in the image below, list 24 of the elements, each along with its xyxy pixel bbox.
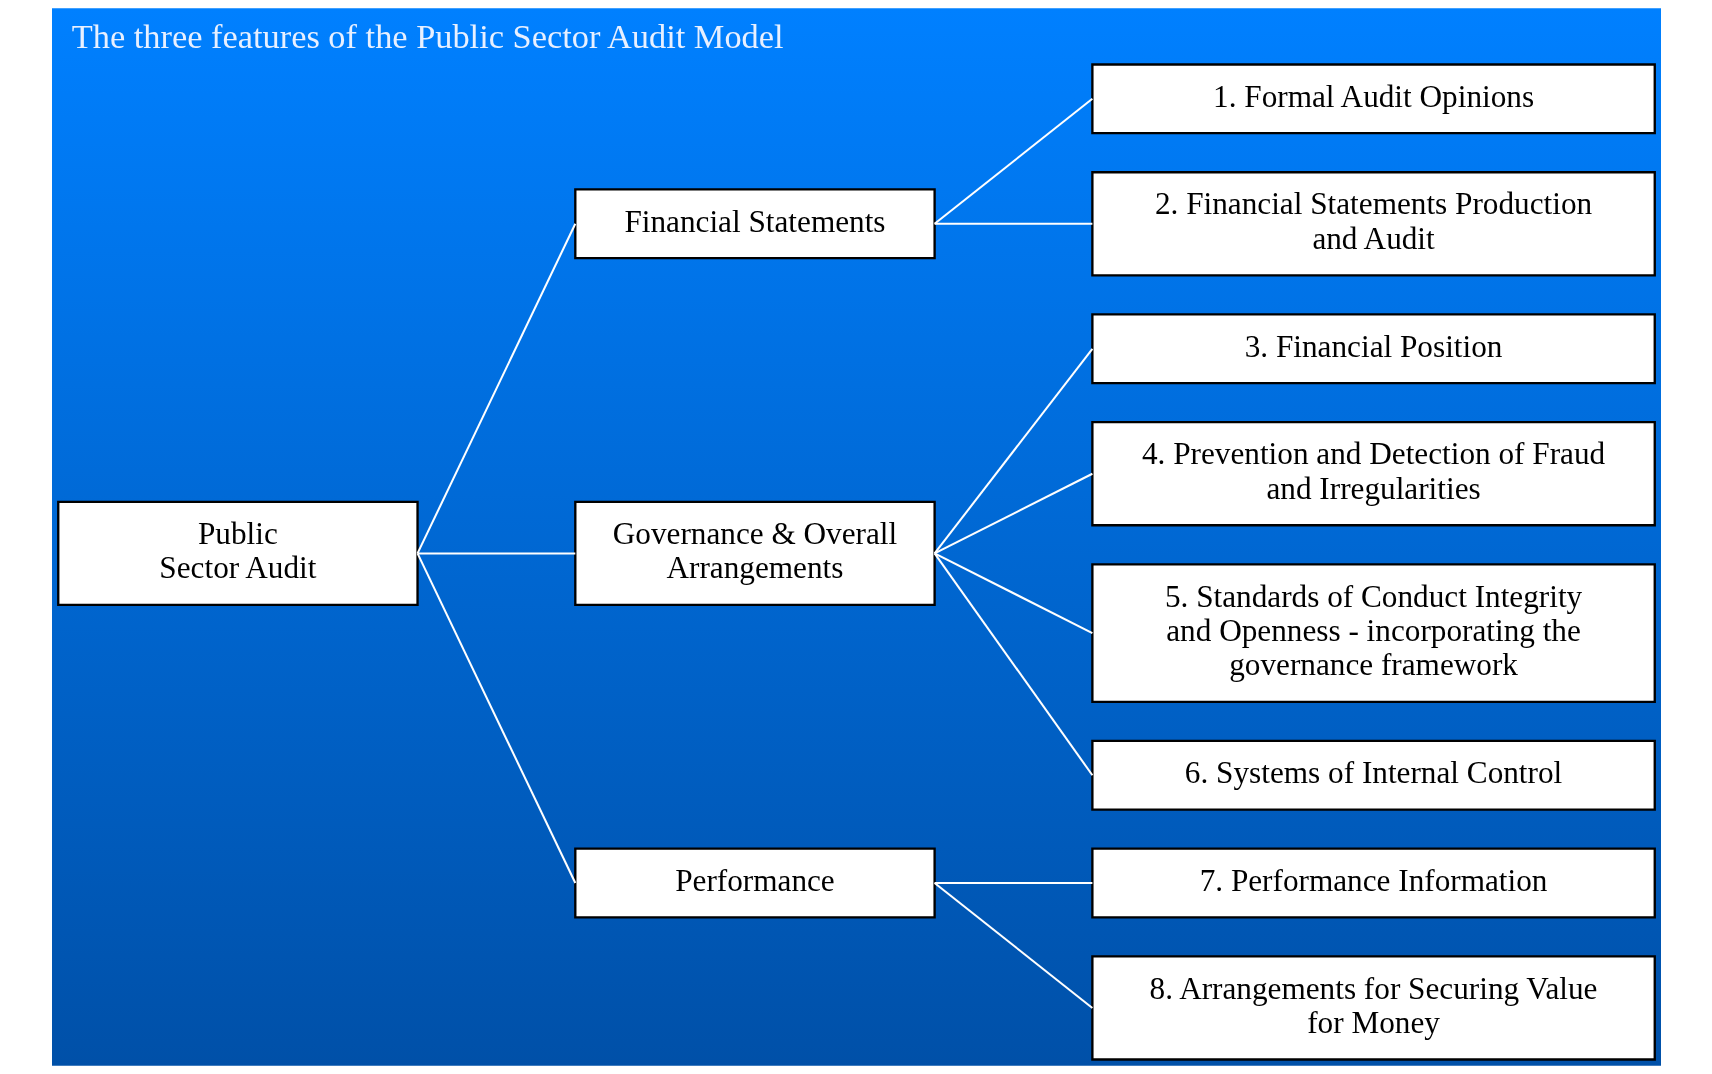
node-box: 3. Financial Position — [1090, 313, 1656, 385]
connector — [416, 223, 576, 554]
connector — [416, 552, 576, 884]
node-box: 5. Standards of Conduct Integrity and Openness - incorporating the governance framework — [1090, 563, 1656, 703]
connector — [417, 552, 575, 555]
connector — [933, 98, 1093, 225]
diagram-title: The three features of the Public Sector Audit Model — [71, 17, 784, 56]
connector — [933, 472, 1093, 555]
node-box: Financial Statements — [573, 188, 936, 260]
connector — [933, 552, 1093, 776]
connector — [934, 222, 1092, 225]
connector — [933, 882, 1093, 1009]
node-box: 8. Arrangements for Securing Value for Money — [1090, 955, 1656, 1061]
node-box: Public Sector Audit — [56, 500, 419, 607]
connector — [934, 882, 1092, 885]
node-box: Performance — [573, 847, 936, 919]
connector — [933, 348, 1093, 554]
node-box: 2. Financial Statements Production and Audit — [1090, 171, 1656, 277]
node-box: Governance & Overall Arrangements — [573, 500, 936, 607]
node-box: 4. Prevention and Detection of Fraud and Irregularities — [1090, 421, 1656, 527]
node-box: 7. Performance Information — [1090, 847, 1656, 919]
node-box: 6. Systems of Internal Control — [1090, 739, 1656, 811]
node-box: 1. Formal Audit Opinions — [1090, 63, 1656, 135]
connector — [933, 552, 1093, 634]
